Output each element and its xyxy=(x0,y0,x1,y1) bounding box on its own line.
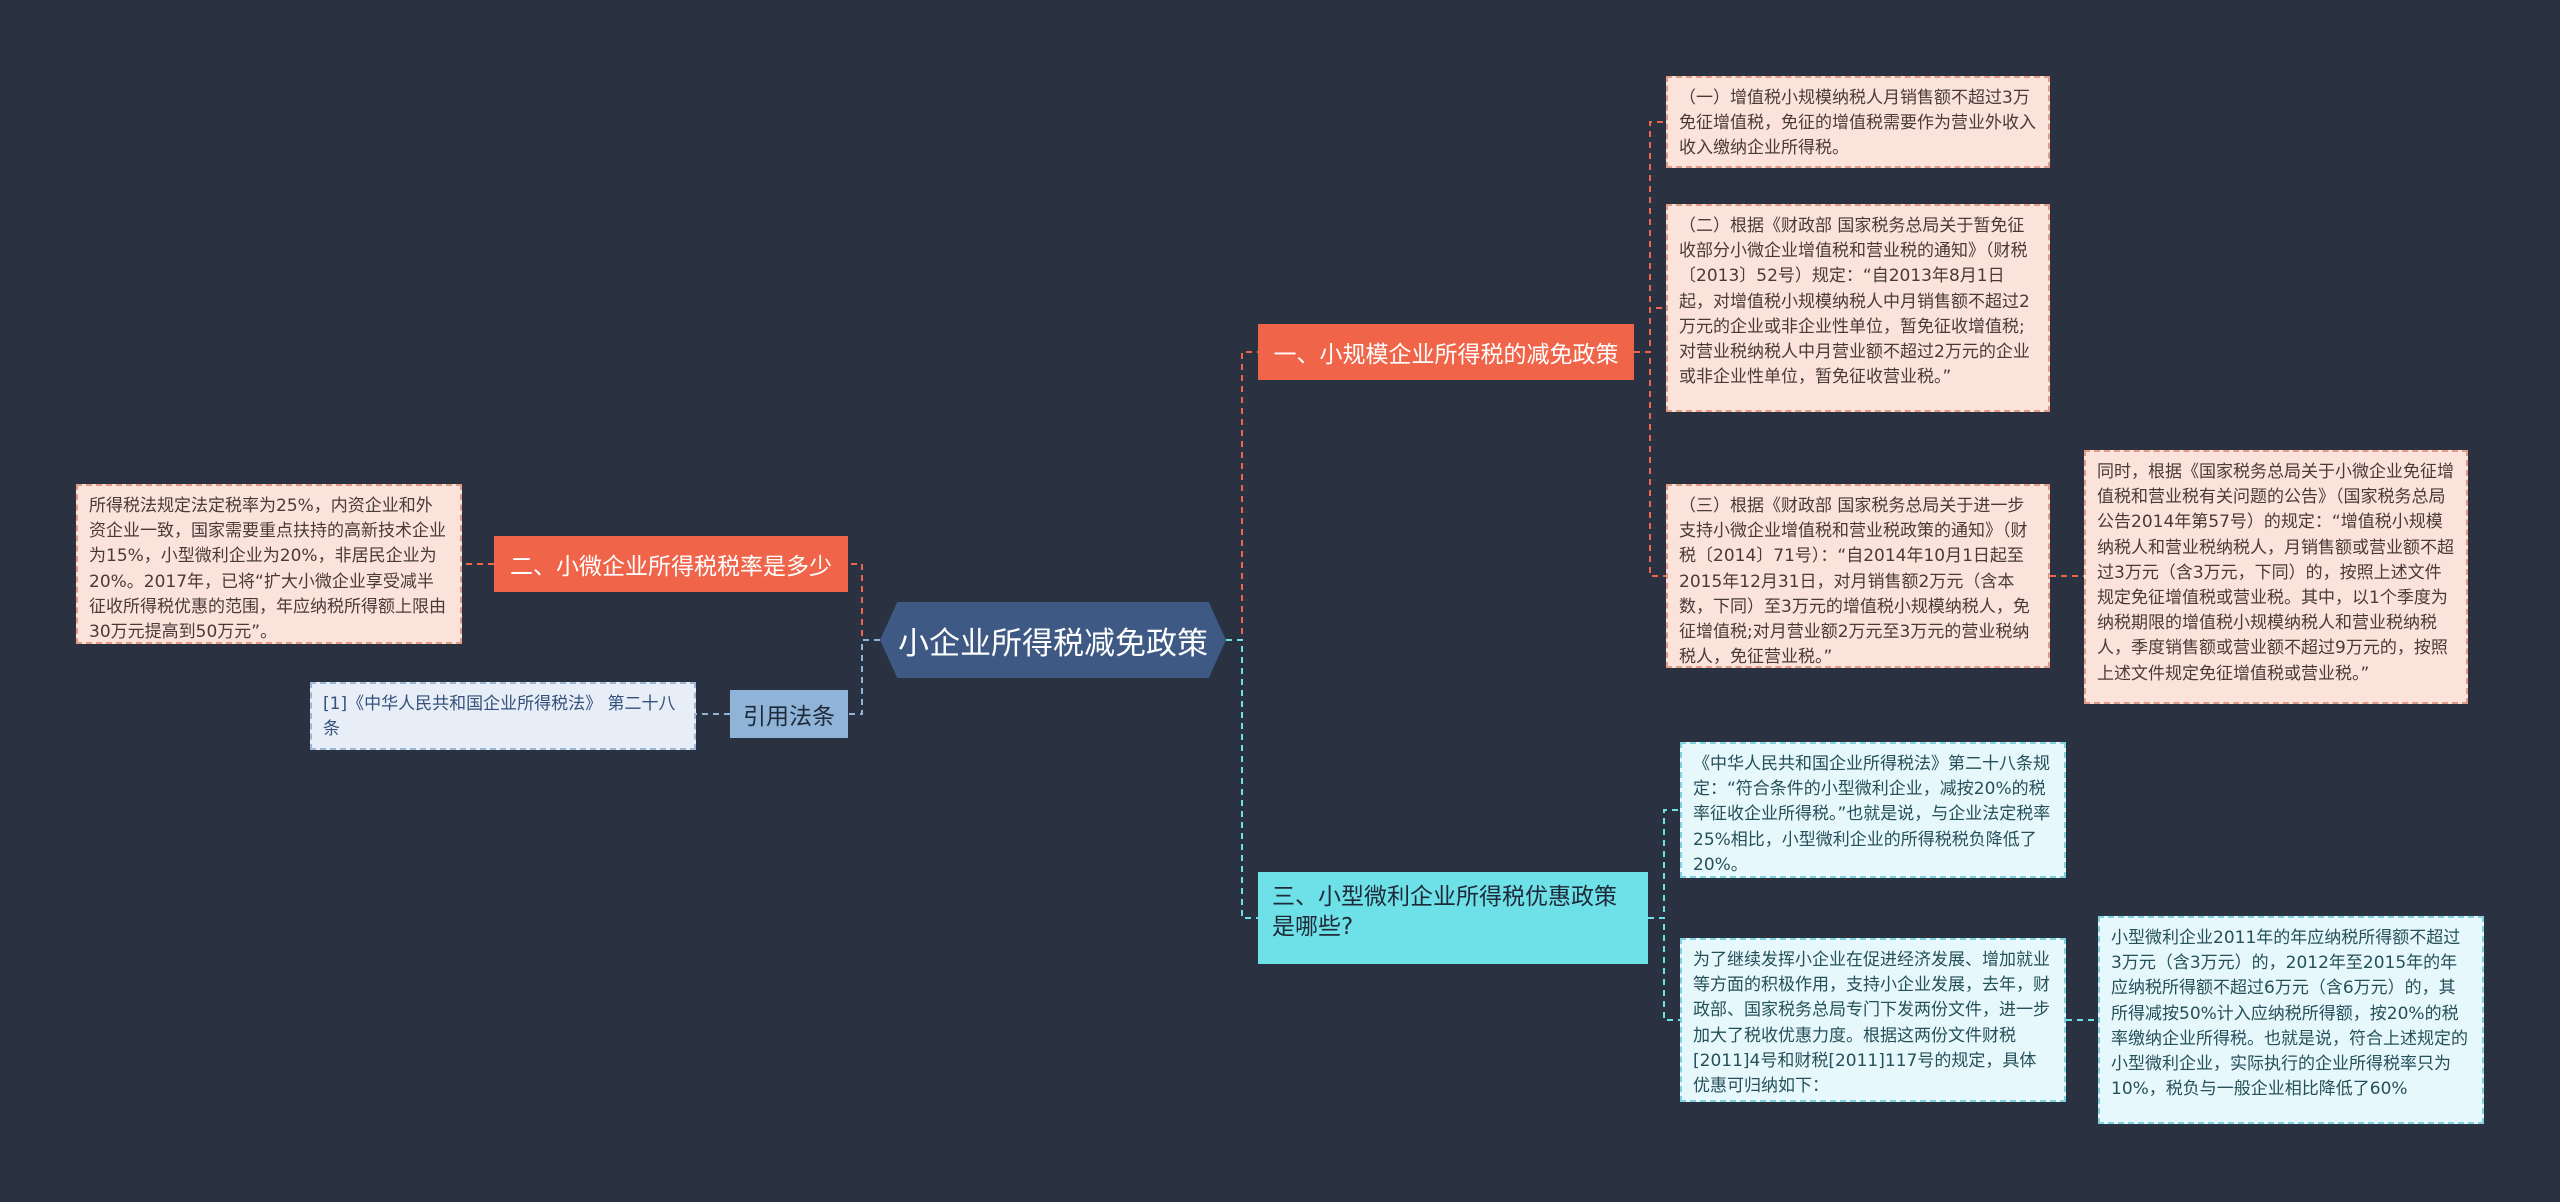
branch-tax-rate[interactable]: 二、小微企业所得税税率是多少 xyxy=(494,536,848,592)
leaf-text: 所得税法规定法定税率为25%，内资企业和外资企业一致，国家需要重点扶持的高新技术… xyxy=(89,496,446,643)
leaf-vat-3w-exempt[interactable]: （一）增值税小规模纳税人月销售额不超过3万免征增值税，免征的增值税需要作为营业外… xyxy=(1666,76,2050,168)
leaf-text: 小型微利企业2011年的年应纳税所得额不超过3万元（含3万元）的，2012年至2… xyxy=(2111,928,2468,1100)
branch-small-scale-policy[interactable]: 一、小规模企业所得税的减免政策 xyxy=(1258,324,1634,380)
branch-label: 二、小微企业所得税税率是多少 xyxy=(510,554,832,580)
leaf-caishui-2013-52[interactable]: （二）根据《财政部 国家税务总局关于暂免征收部分小微企业增值税和营业税的通知》（… xyxy=(1666,204,2050,412)
leaf-citation-article-28[interactable]: [1]《中华人民共和国企业所得税法》 第二十八条 xyxy=(310,682,696,750)
leaf-text: [1]《中华人民共和国企业所得税法》 第二十八条 xyxy=(323,694,676,740)
leaf-text: 《中华人民共和国企业所得税法》第二十八条规定：“符合条件的小型微利企业，减按20… xyxy=(1693,754,2051,875)
leaf-article-28-rate[interactable]: 《中华人民共和国企业所得税法》第二十八条规定：“符合条件的小型微利企业，减按20… xyxy=(1680,742,2066,878)
leaf-text: （一）增值税小规模纳税人月销售额不超过3万免征增值税，免征的增值税需要作为营业外… xyxy=(1679,88,2036,159)
root-topic[interactable]: 小企业所得税减免政策 xyxy=(880,602,1226,678)
leaf-tax-rate-detail[interactable]: 所得税法规定法定税率为25%，内资企业和外资企业一致，国家需要重点扶持的高新技术… xyxy=(76,484,462,644)
leaf-text: （三）根据《财政部 国家税务总局关于进一步支持小微企业增值税和营业税政策的通知》… xyxy=(1679,496,2030,668)
leaf-caishui-2014-71[interactable]: （三）根据《财政部 国家税务总局关于进一步支持小微企业增值税和营业税政策的通知》… xyxy=(1666,484,2050,668)
branch-citation[interactable]: 引用法条 xyxy=(730,690,848,738)
leaf-text: 为了继续发挥小企业在促进经济发展、增加就业等方面的积极作用，支持小企业发展，去年… xyxy=(1693,950,2050,1097)
leaf-2011-2015-detail[interactable]: 小型微利企业2011年的年应纳税所得额不超过3万元（含3万元）的，2012年至2… xyxy=(2098,916,2484,1124)
leaf-two-documents[interactable]: 为了继续发挥小企业在促进经济发展、增加就业等方面的积极作用，支持小企业发展，去年… xyxy=(1680,938,2066,1102)
leaf-announcement-2014-57[interactable]: 同时，根据《国家税务总局关于小微企业免征增值税和营业税有关问题的公告》（国家税务… xyxy=(2084,450,2468,704)
leaf-text: 同时，根据《国家税务总局关于小微企业免征增值税和营业税有关问题的公告》（国家税务… xyxy=(2097,462,2454,684)
branch-label: 引用法条 xyxy=(743,704,835,730)
branch-micro-profit-policy[interactable]: 三、小型微利企业所得税优惠政策是哪些? xyxy=(1258,872,1648,964)
branch-label: 三、小型微利企业所得税优惠政策是哪些? xyxy=(1272,884,1617,940)
branch-label: 一、小规模企业所得税的减免政策 xyxy=(1273,342,1619,368)
root-topic-label: 小企业所得税减免政策 xyxy=(898,625,1208,662)
leaf-text: （二）根据《财政部 国家税务总局关于暂免征收部分小微企业增值税和营业税的通知》（… xyxy=(1679,216,2030,388)
